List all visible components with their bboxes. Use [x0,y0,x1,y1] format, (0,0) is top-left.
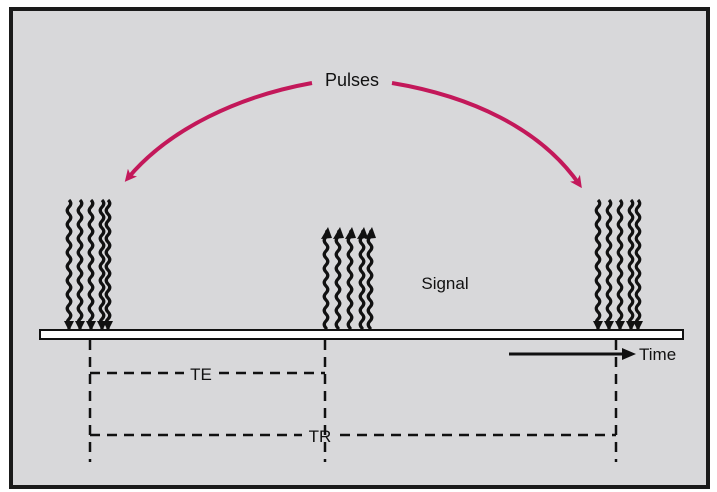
right-pulse-arrowhead [633,321,643,331]
right-pulse-wave [594,198,602,330]
left-pulse-wave [65,198,73,330]
signal-wave [322,228,330,330]
right-pulse-wave [616,198,624,330]
right-pulse-arrowhead [615,321,625,331]
left-pulse-wave [76,198,84,330]
signal-wave [346,228,354,330]
tr-label: TR [309,427,332,446]
right-pulse-arrowhead [626,321,636,331]
pulses-label: Pulses [325,70,379,90]
signal-arrowhead [321,227,332,239]
diagram-frame [9,7,710,489]
time-label: Time [639,345,676,364]
signal-wave [366,228,374,330]
signal-arrowhead [333,227,344,239]
left-pulse-wave [98,198,106,330]
pulses-arrow-right [391,81,582,189]
signal-wave [334,228,342,330]
left-pulse-wave [104,198,112,330]
right-pulse-arrowhead [604,321,614,331]
left-pulse-wave [87,198,95,330]
right-pulse-arrowhead [593,321,603,331]
right-pulse-bundle [593,198,643,331]
left-pulse-bundle [64,198,113,331]
signal-wave [358,228,366,330]
left-pulse-arrowhead [86,321,96,331]
right-pulse-wave [605,198,613,330]
right-pulse-wave [627,198,635,330]
left-pulse-arrowhead [64,321,74,331]
time-axis [39,329,684,340]
left-pulse-arrowhead [103,321,113,331]
signal-bundle [321,227,376,330]
right-pulse-wave [634,198,642,330]
pulses-arrow-left [124,81,313,182]
signal-arrowhead [345,227,356,239]
signal-label: Signal [421,274,468,293]
te-label: TE [190,365,212,384]
signal-arrowhead [365,227,376,239]
signal-arrowhead [357,227,368,239]
left-pulse-arrowhead [75,321,85,331]
